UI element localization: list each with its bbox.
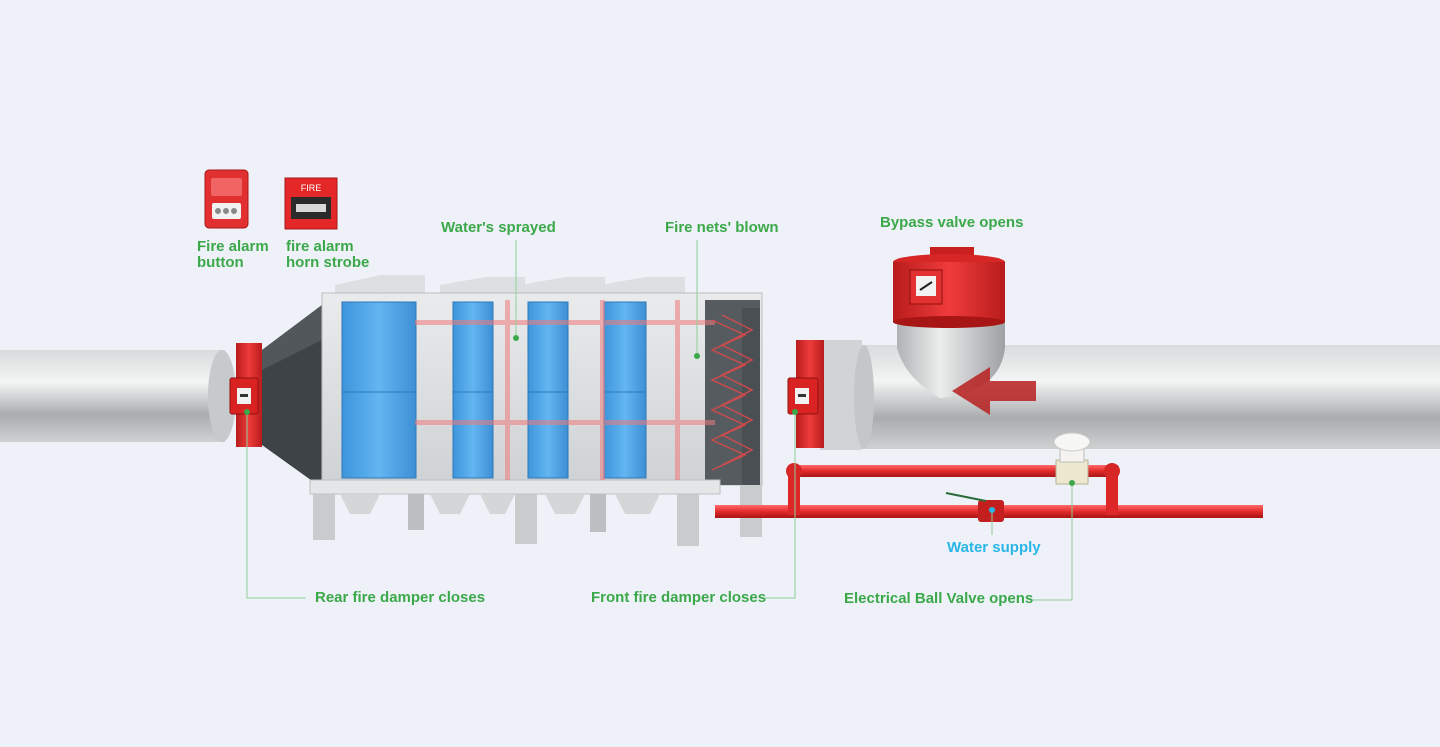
fire-alarm-button-icon <box>204 169 249 229</box>
rear-transition-cone <box>262 305 322 488</box>
rear-fire-damper <box>229 343 262 447</box>
label-electrical-ball-valve-opens: Electrical Ball Valve opens <box>844 590 1034 607</box>
label-fire-nets-blown: Fire nets' blown <box>665 219 779 236</box>
label-bypass-valve-opens: Bypass valve opens <box>880 214 1024 231</box>
airflow-arrow-icon <box>952 367 1036 415</box>
leader-dots <box>244 335 1075 513</box>
electrical-ball-valve <box>1053 432 1091 485</box>
label-fire-alarm-horn-strobe: fire alarm horn strobe <box>286 238 370 271</box>
label-water-supply: Water supply <box>947 539 1041 556</box>
label-front-fire-damper-closes: Front fire damper closes <box>591 589 767 606</box>
front-fire-damper <box>787 340 824 448</box>
fire-nets <box>710 314 754 471</box>
filter-panels <box>341 301 647 479</box>
label-rear-fire-damper-closes: Rear fire damper closes <box>315 589 486 606</box>
left-duct <box>0 350 236 442</box>
horn-strobe-icon: FIRE <box>284 177 338 230</box>
bypass-valve <box>893 247 1005 328</box>
leader-lines <box>246 240 1073 601</box>
spray-pipes <box>415 300 715 480</box>
label-waters-sprayed: Water's sprayed <box>441 219 556 236</box>
label-fire-alarm-button: Fire alarm button <box>197 238 269 271</box>
horn-strobe-face-text: FIRE <box>301 183 322 193</box>
